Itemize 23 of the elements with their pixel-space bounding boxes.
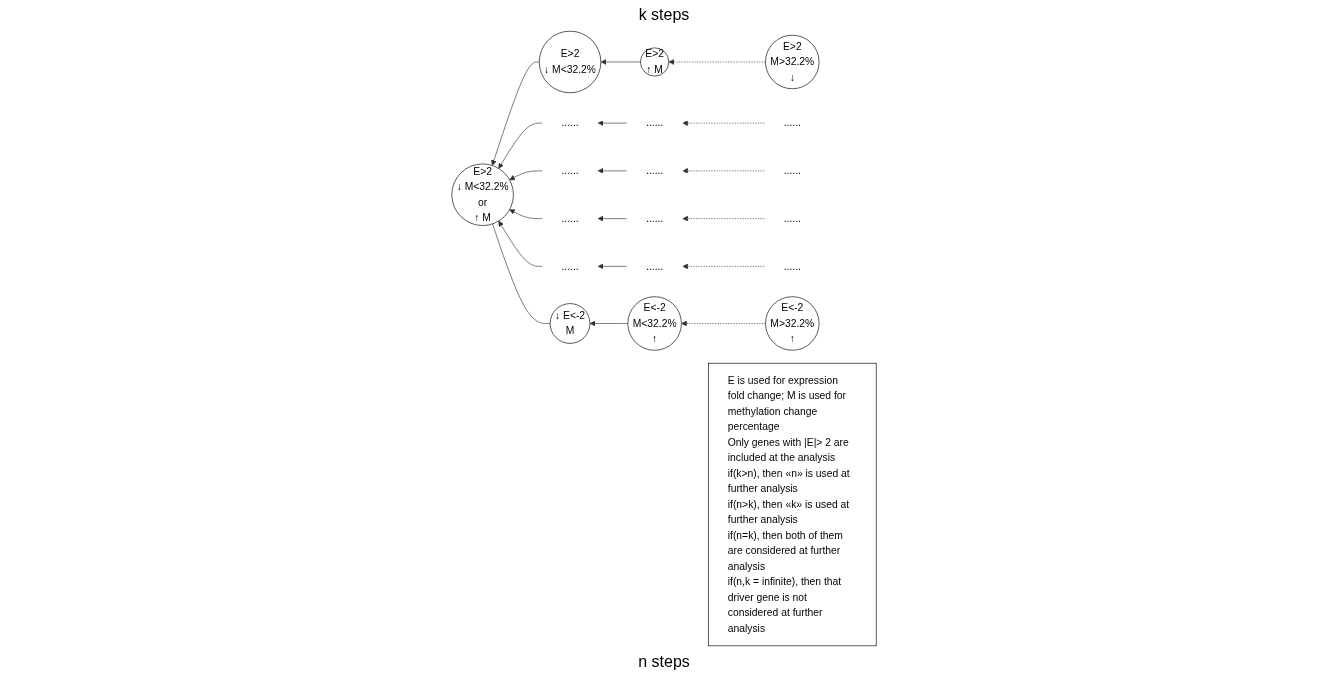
node-text: ...... — [646, 260, 664, 272]
node-circle: E<-2 M<32.2% ↑ — [627, 296, 682, 351]
node-text: ...... — [783, 260, 801, 272]
node-box: E is used for expression fold change; M is used for methylation change percentage Only genes with |E|> 2 are included at the analysis if(k>n), then «n» is used at further analysis if(n>k), then «k» is used at further analysis if(n=k), then both of them are considered at further analysis if(n,k = infinite), then that driver gene is not considered at further analysis — [708, 362, 877, 647]
node-text: ...... — [783, 117, 801, 129]
step-count-label: k steps — [638, 6, 690, 24]
node-text: ...... — [783, 212, 801, 224]
node-text: ...... — [561, 260, 579, 272]
node-text: ...... — [646, 212, 664, 224]
node-text: ...... — [646, 117, 664, 129]
node-circle: E>2 ↑ M — [640, 47, 670, 77]
node-text: ...... — [646, 165, 664, 177]
node-text: ...... — [561, 212, 579, 224]
step-count-label: n steps — [638, 653, 690, 671]
node-text: ...... — [783, 165, 801, 177]
node-circle: E>2 ↓ M<32.2% — [538, 30, 602, 94]
node-circle: E>2 ↓ M<32.2% or ↑ M — [451, 163, 514, 226]
connector — [492, 223, 551, 324]
node-text: ...... — [561, 165, 579, 177]
node-circle: ↓ E<-2 M — [549, 303, 591, 344]
node-circle: E<-2 M>32.2% ↑ — [765, 296, 820, 351]
node-text: ...... — [561, 117, 579, 129]
node-circle: E>2 M>32.2% ↓ — [765, 34, 820, 90]
